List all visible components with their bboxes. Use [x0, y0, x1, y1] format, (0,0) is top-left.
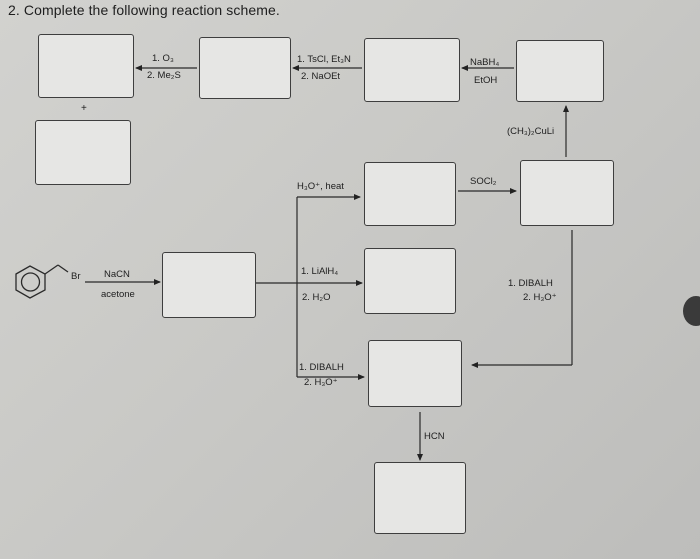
reagent-thionyl: SOCl₂	[470, 176, 497, 187]
reagent-cyanide: NaCN	[104, 269, 130, 280]
bromine-label: Br	[71, 271, 81, 282]
answer-box-1[interactable]	[38, 34, 134, 98]
benzyl-bromide-structure	[15, 264, 69, 299]
answer-box-4[interactable]	[516, 40, 604, 102]
reagent-borohydride: NaBH₄	[470, 57, 500, 68]
reagent-dibalh-center-step1: 1. DIBALH	[299, 362, 344, 373]
answer-box-7[interactable]	[520, 160, 614, 226]
reagent-tosylation-step2: 2. NaOEt	[301, 71, 341, 82]
plus-sign: +	[81, 103, 87, 114]
answer-box-3[interactable]	[364, 38, 460, 102]
answer-box-9[interactable]	[364, 248, 456, 314]
answer-box-5[interactable]	[35, 120, 131, 185]
reagent-cyanide-solvent: acetone	[101, 289, 135, 300]
answer-box-2[interactable]	[199, 37, 291, 99]
reagent-gilman: (CH₃)₂CuLi	[507, 126, 555, 137]
reagent-dibalh-right-step2: 2. H₃O⁺	[523, 292, 557, 303]
question-title: 2. Complete the following reaction schem…	[8, 2, 280, 18]
reagent-ozonolysis-step1: 1. O₃	[152, 53, 174, 64]
reagent-dibalh-right-step1: 1. DIBALH	[508, 278, 553, 289]
reagent-ozonolysis-step2: 2. Me₂S	[147, 70, 181, 81]
answer-box-11[interactable]	[374, 462, 466, 534]
reagent-dibalh-center-step2: 2. H₃O⁺	[304, 377, 338, 388]
reagent-hcn: HCN	[424, 431, 445, 442]
reagent-lah-step1: 1. LiAlH₄	[301, 266, 339, 277]
edge-shadow	[683, 296, 700, 326]
reagent-borohydride-solvent: EtOH	[474, 75, 498, 86]
reagent-tosylation-step1: 1. TsCl, Et₃N	[297, 54, 351, 65]
answer-box-6[interactable]	[364, 162, 456, 226]
answer-box-10[interactable]	[368, 340, 462, 407]
reagent-lah-step2: 2. H₂O	[302, 292, 331, 303]
answer-box-8[interactable]	[162, 252, 256, 318]
reagent-hydrolysis: H₃O⁺, heat	[297, 181, 344, 192]
